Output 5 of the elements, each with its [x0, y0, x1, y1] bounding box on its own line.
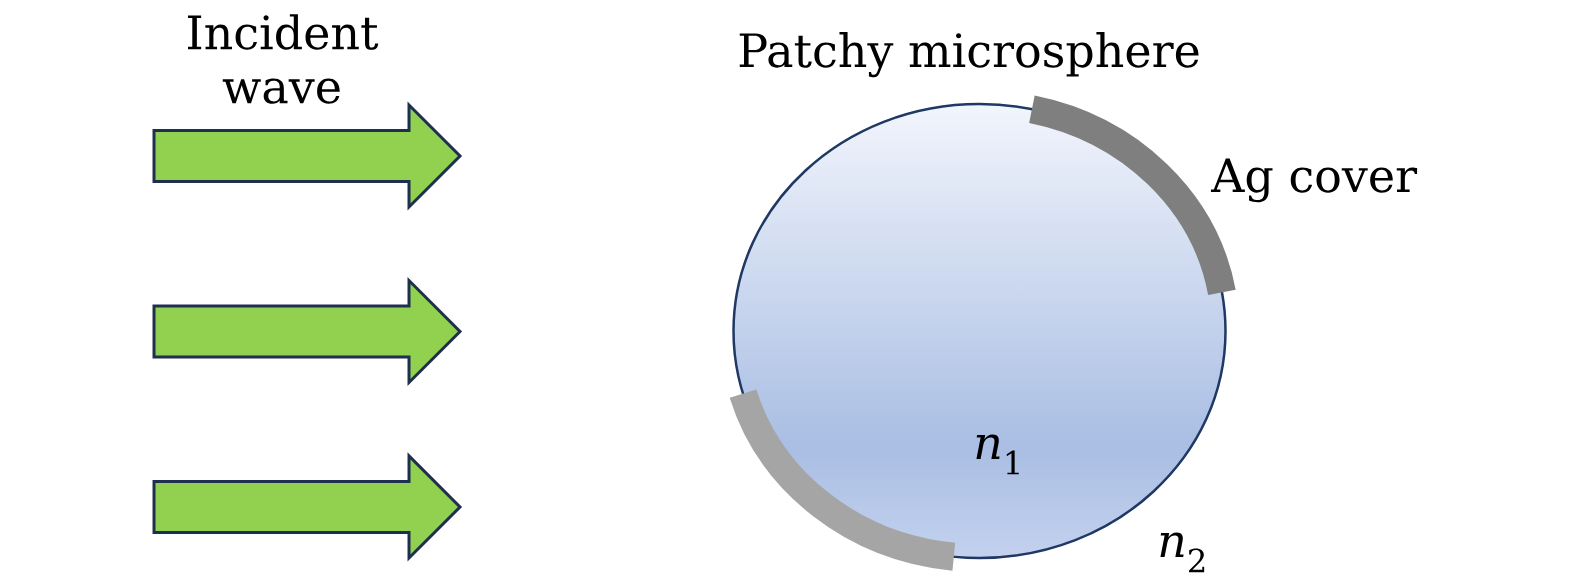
index-label: n$_{1}$ — [976, 434, 1019, 475]
wave-label: Incident wave — [188, 14, 379, 104]
cover-label: Ag cover — [1210, 158, 1418, 203]
index-label: n$_{2}$ — [1160, 532, 1205, 573]
sphere-title: Patchy microsphere — [739, 32, 1199, 78]
